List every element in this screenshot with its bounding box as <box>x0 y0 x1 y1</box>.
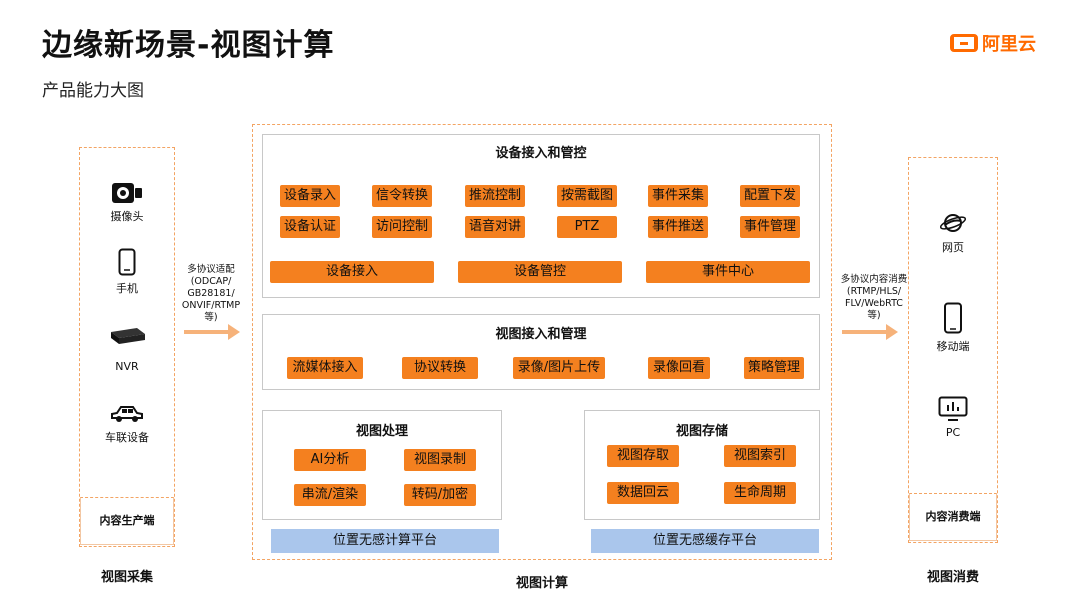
processing-title: 视图处理 <box>355 424 408 439</box>
consume-arrow <box>842 324 898 340</box>
device-chip: 信令转换 <box>372 185 432 207</box>
device-chip: 访问控制 <box>372 216 432 238</box>
compute-platform-bar: 位置无感计算平台 <box>271 529 499 553</box>
camera-icon <box>112 183 142 203</box>
capture-panel <box>79 147 175 547</box>
device-nvr: NVR <box>79 326 175 373</box>
device-phone: 手机 <box>79 248 175 296</box>
storage-title: 视图存储 <box>675 424 728 439</box>
device-chip: 设备认证 <box>280 216 340 238</box>
view-chip: 录像/图片上传 <box>513 357 605 379</box>
view-chip: 策略管理 <box>744 357 804 379</box>
device-chip: 按需截图 <box>557 185 617 207</box>
device-chip: 配置下发 <box>740 185 800 207</box>
client-web: 网页 <box>908 211 998 255</box>
storage-chip: 数据回云 <box>607 482 679 504</box>
consume-protocol-label: 多协议内容消费 (RTMP/HLS/ FLV/WebRTC 等) <box>840 274 908 321</box>
device-chip: 事件推送 <box>648 216 708 238</box>
page-title: 边缘新场景-视图计算 <box>42 28 335 63</box>
pc-icon <box>938 396 968 421</box>
brand-logo: 阿里云 <box>950 30 1036 56</box>
nvr-icon <box>111 328 145 344</box>
mobile-icon <box>944 302 962 334</box>
device-car: 车联设备 <box>79 403 175 445</box>
device-chip: 事件采集 <box>648 185 708 207</box>
processing-chip: AI分析 <box>294 449 366 471</box>
phone-icon <box>118 248 136 276</box>
cache-platform-bar: 位置无感缓存平台 <box>591 529 819 553</box>
ingest-arrow <box>184 324 240 340</box>
producer-box: 内容生产端 <box>80 497 174 545</box>
device-camera: 摄像头 <box>79 182 175 224</box>
aliyun-logo-icon <box>950 34 978 52</box>
device-chip: PTZ <box>557 216 617 238</box>
consumer-box: 内容消费端 <box>909 493 997 541</box>
device-section-title: 设备接入和管控 <box>495 146 587 161</box>
compute-panel <box>252 124 832 560</box>
logo-text: 阿里云 <box>982 34 1036 55</box>
ingest-protocol-label: 多协议适配 (ODCAP/ GB28181/ ONVIF/RTMP 等) <box>181 264 241 323</box>
consume-panel <box>908 157 998 543</box>
device-bar: 设备管控 <box>458 261 622 283</box>
device-chip: 设备录入 <box>280 185 340 207</box>
storage-chip: 生命周期 <box>724 482 796 504</box>
processing-chip: 视图录制 <box>404 449 476 471</box>
device-chip: 语音对讲 <box>465 216 525 238</box>
consume-footer: 视图消费 <box>926 570 979 585</box>
car-icon <box>111 406 143 422</box>
device-bar: 设备接入 <box>270 261 434 283</box>
page-subtitle: 产品能力大图 <box>42 81 144 101</box>
processing-chip: 转码/加密 <box>404 484 476 506</box>
view-chip: 协议转换 <box>402 357 478 379</box>
view-chip: 流媒体接入 <box>287 357 363 379</box>
storage-chip: 视图存取 <box>607 445 679 467</box>
view-chip: 录像回看 <box>648 357 710 379</box>
client-pc: PC <box>908 396 998 439</box>
device-chip: 推流控制 <box>465 185 525 207</box>
client-mobile: 移动端 <box>908 302 998 354</box>
compute-footer: 视图计算 <box>515 576 568 591</box>
processing-chip: 串流/渲染 <box>294 484 366 506</box>
device-chip: 事件管理 <box>740 216 800 238</box>
device-bar: 事件中心 <box>646 261 810 283</box>
web-icon <box>939 214 967 232</box>
storage-chip: 视图索引 <box>724 445 796 467</box>
capture-footer: 视图采集 <box>100 570 153 585</box>
view-section-title: 视图接入和管理 <box>495 327 587 342</box>
